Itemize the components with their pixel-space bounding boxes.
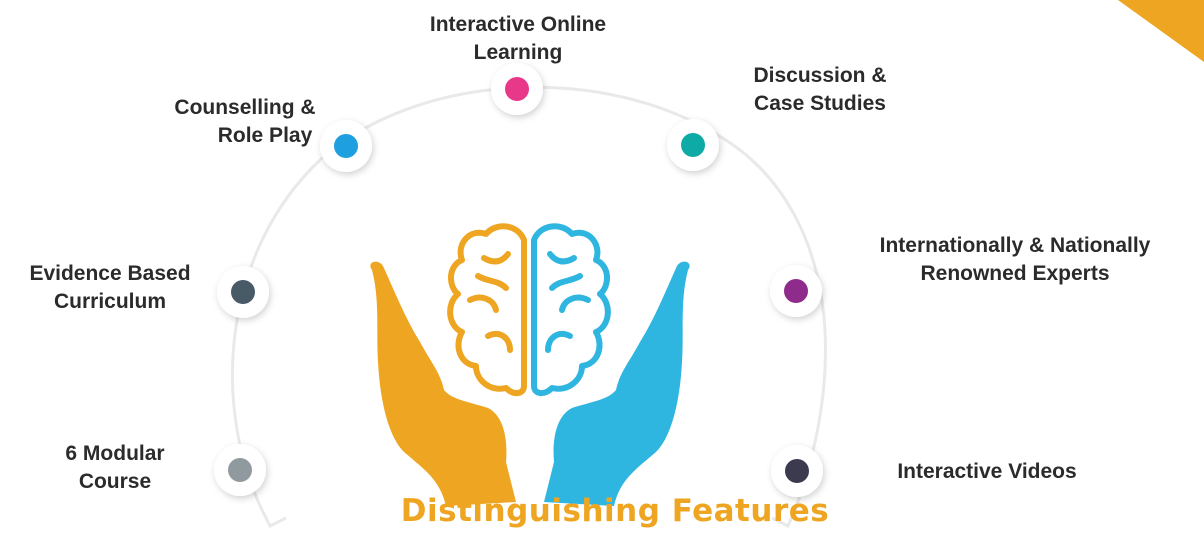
label-counselling-role-play: Counselling & Role Play	[174, 96, 316, 147]
label-renowned-experts: Internationally & Nationally Renowned Ex…	[879, 234, 1151, 285]
dot-discussion-case-studies	[681, 133, 705, 157]
dot-modular-course	[228, 458, 252, 482]
label-interactive-videos: Interactive Videos	[897, 460, 1077, 483]
left-hand-icon	[370, 261, 516, 506]
diagram-title: Distinguishing Features	[400, 493, 830, 529]
label-evidence-based-curriculum: Evidence Based Curriculum	[29, 262, 191, 313]
label-interactive-online-learning: Interactive Online Learning	[429, 13, 607, 64]
dot-renowned-experts	[784, 279, 808, 303]
right-hand-icon	[544, 261, 690, 506]
label-modular-course: 6 Modular Course	[65, 442, 165, 493]
brain-in-hands-icon	[370, 223, 690, 506]
dot-interactive-videos	[785, 459, 809, 483]
dot-counselling-role-play	[334, 134, 358, 158]
corner-decoration	[1118, 0, 1204, 62]
dot-interactive-online-learning	[505, 77, 529, 101]
arc-end-left	[260, 509, 287, 529]
label-discussion-case-studies: Discussion & Case Studies	[753, 64, 887, 115]
arc-end-right	[771, 509, 797, 529]
dot-evidence-based-curriculum	[231, 280, 255, 304]
